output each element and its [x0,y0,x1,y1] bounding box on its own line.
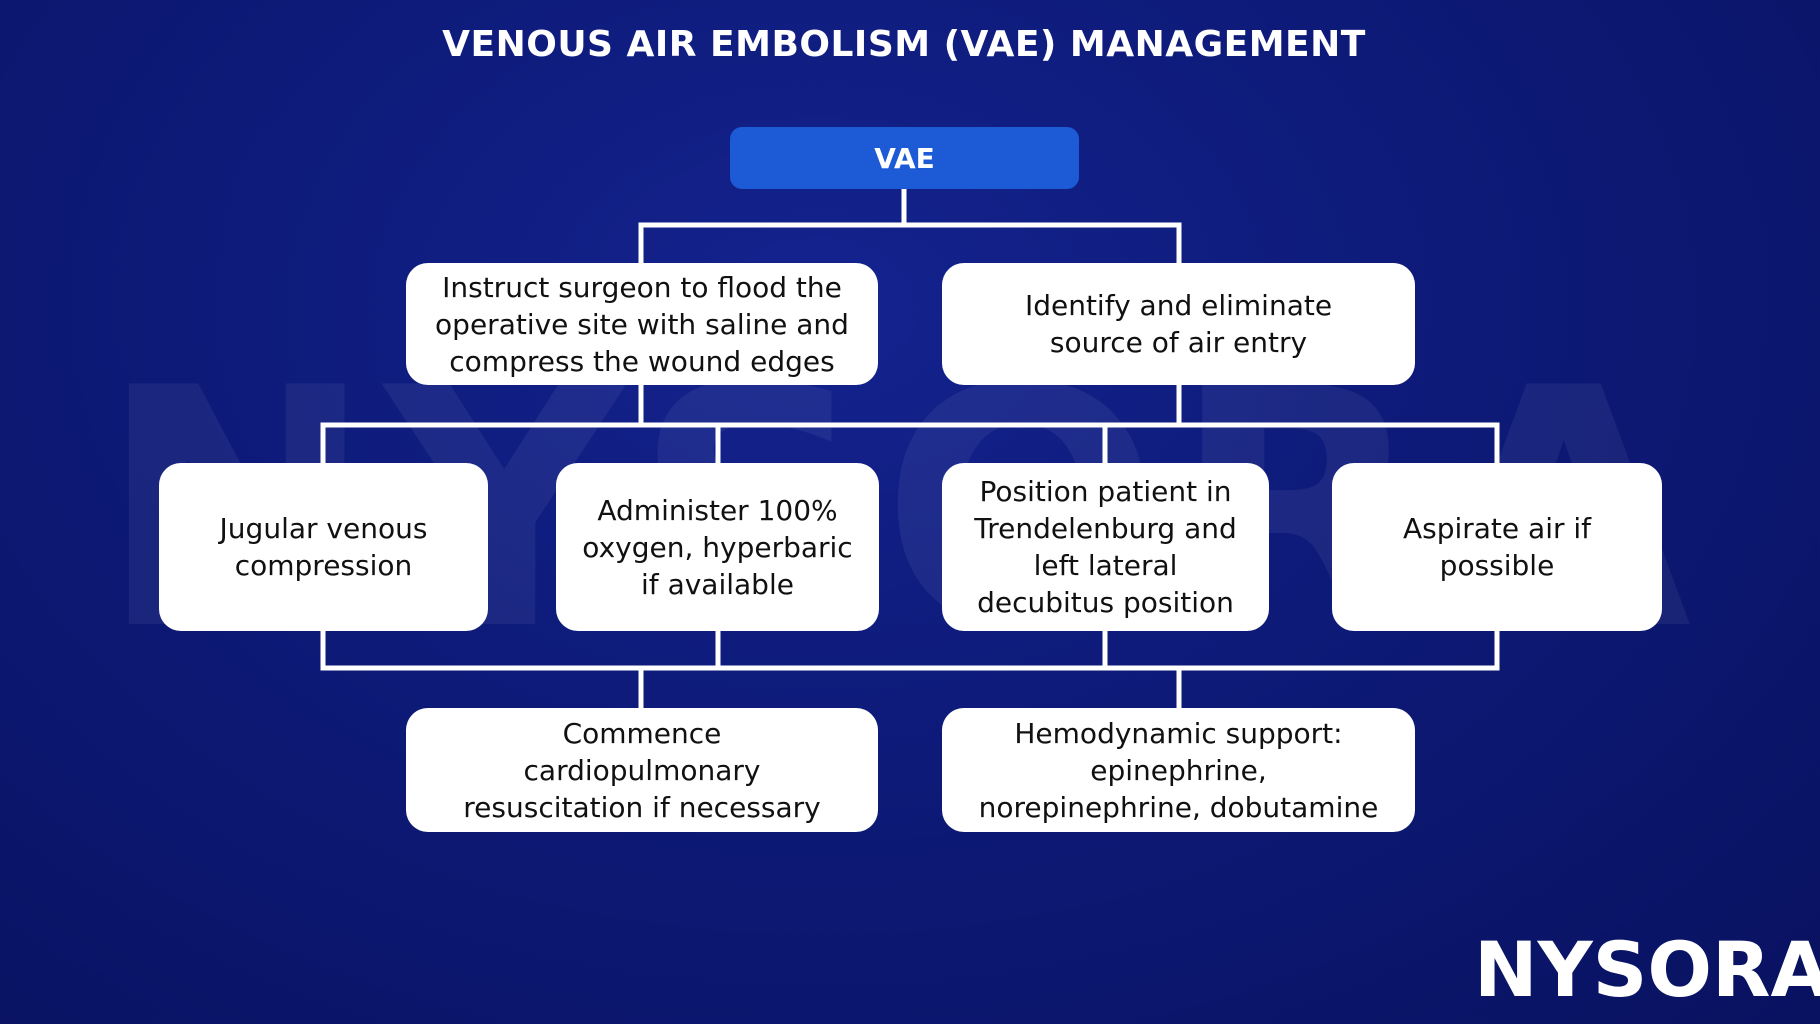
node-flood-operative-site: Instruct surgeon to flood the operative … [406,263,878,385]
node-hemodynamic-support: Hemodynamic support: epinephrine, norepi… [942,708,1415,832]
diagram-title: VENOUS AIR EMBOLISM (VAE) MANAGEMENT [442,24,1366,65]
node-aspirate-air: Aspirate air if possible [1332,463,1662,631]
node-position-trendelenburg: Position patient in Trendelenburg and le… [942,463,1269,631]
node-administer-oxygen: Administer 100% oxygen, hyperbaric if av… [556,463,879,631]
node-commence-cpr: Commence cardiopulmonary resuscitation i… [406,708,878,832]
node-eliminate-air-source: Identify and eliminate source of air ent… [942,263,1415,385]
logo-text: NYSORA [1474,925,1820,1014]
nysora-logo: NYSORA® [1474,930,1820,1010]
root-node-vae: VAE [730,127,1079,189]
node-jugular-venous-compression: Jugular venous compression [159,463,488,631]
